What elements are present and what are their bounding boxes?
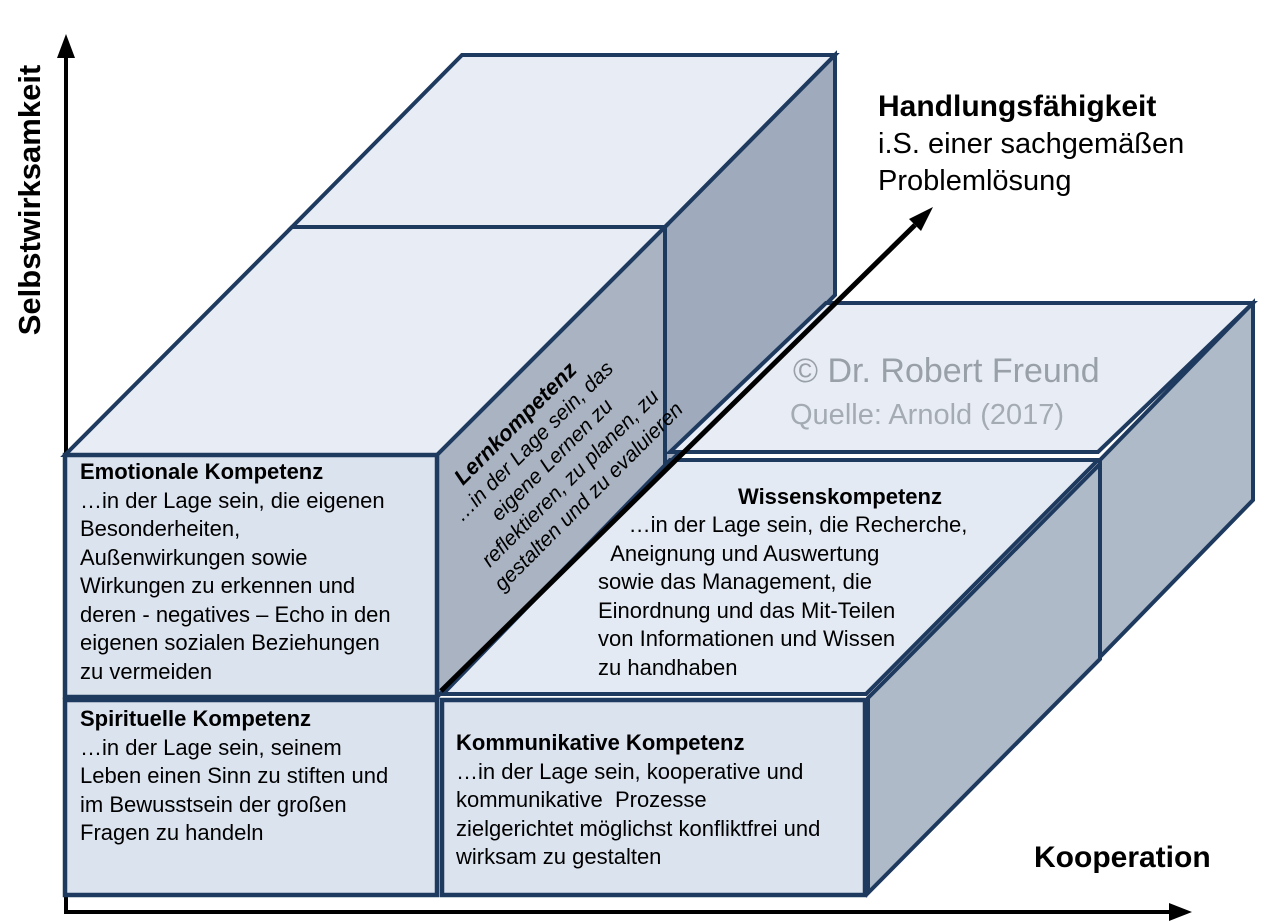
z-axis-line [439,223,917,693]
kommunikative-kompetenz-text: Kommunikative Kompetenz …in der Lage sei… [456,729,820,872]
z-axis-title: Handlungsfähigkeit [878,90,1157,123]
watermark-copyright: © Dr. Robert Freund [793,352,1100,390]
wissenskompetenz-title: Wissenskompetenz [738,484,942,509]
y-axis-label: Selbstwirksamkeit [12,64,47,336]
wissenskompetenz-body: …in der Lage sein, die Recherche, Aneign… [598,512,968,680]
spirituelle-kompetenz-text: Spirituelle Kompetenz …in der Lage sein,… [80,705,388,848]
x-axis-label: Kooperation [1034,841,1211,874]
z-axis-label: Handlungsfähigkeit i.S. einer sachgemäße… [878,88,1184,200]
spirituelle-box-face [62,697,440,898]
x-axis-arrowhead-icon [1169,903,1192,921]
y-axis-arrowhead-icon [57,34,75,58]
kommunikative-right-face [866,459,1102,898]
emotionale-kompetenz-title: Emotionale Kompetenz [80,459,324,484]
z-axis-arrowhead-icon [909,207,933,231]
kommunikative-kompetenz-body: …in der Lage sein, kooperative und kommu… [456,758,821,870]
watermark-source: Quelle: Arnold (2017) [790,399,1065,431]
kommunikative-kompetenz-title: Kommunikative Kompetenz [456,730,745,755]
emotionale-kompetenz-text: Emotionale Kompetenz …in der Lage sein, … [80,458,391,686]
emotionale-box-face [62,452,440,700]
emotionale-kompetenz-body: …in der Lage sein, die eigenen Besonderh… [80,487,391,684]
z-axis-subtitle: i.S. einer sachgemäßen Problemlösung [878,128,1185,197]
spirituelle-kompetenz-body: …in der Lage sein, seinem Leben einen Si… [80,734,389,846]
spirituelle-kompetenz-title: Spirituelle Kompetenz [80,706,312,731]
kommunikative-box-face [439,697,868,898]
